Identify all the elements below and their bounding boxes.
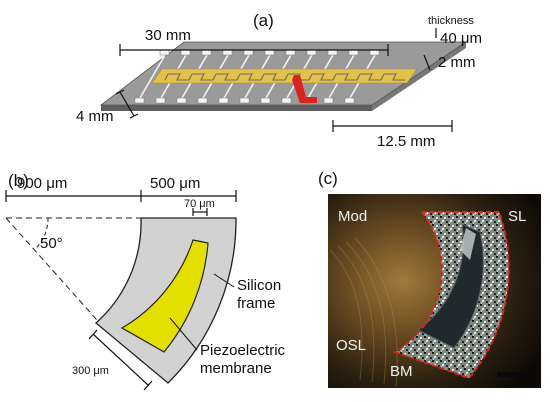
thickness-word: thickness bbox=[428, 15, 474, 27]
dim-30mm: 30 mm bbox=[145, 27, 191, 44]
thickness-value: 40 μm bbox=[440, 30, 482, 47]
label-bm: BM bbox=[390, 363, 413, 380]
label-sl: SL bbox=[508, 208, 526, 225]
dim-12-5mm: 12.5 mm bbox=[377, 133, 435, 150]
angle-label: 50° bbox=[40, 235, 63, 252]
leader-silicon bbox=[213, 273, 235, 288]
dim-tick-4mm-bottom bbox=[129, 113, 139, 119]
panel-b: (b) 900 μm 500 μm 50° 70 μm 300 μm Silic… bbox=[5, 171, 286, 391]
label-piezoelectric: Piezoelectric bbox=[200, 342, 286, 359]
piezo-membrane bbox=[120, 239, 209, 353]
dim-line-300um bbox=[92, 333, 149, 386]
label-membrane: membrane bbox=[200, 360, 272, 377]
dim-line-2mm bbox=[423, 54, 431, 71]
dim-tick-300-top bbox=[88, 329, 98, 340]
leader-piezo bbox=[169, 317, 198, 351]
dim-tick-300-bottom bbox=[143, 380, 153, 391]
highlighted-electrode bbox=[292, 75, 317, 103]
electrode-strip bbox=[151, 68, 418, 84]
panel-a: (a) bbox=[76, 11, 482, 150]
electrode-pads bbox=[134, 49, 380, 104]
label-silicon: Silicon bbox=[237, 277, 281, 294]
panel-a-label: (a) bbox=[253, 11, 274, 30]
red-outline bbox=[392, 211, 510, 380]
scale-bar bbox=[497, 372, 525, 377]
dim-300um: 300 μm bbox=[72, 365, 109, 377]
electrode-zigzag bbox=[164, 73, 405, 81]
dashed-radial bbox=[5, 217, 105, 329]
dim-2mm: 2 mm bbox=[438, 54, 476, 71]
dim-line-4mm bbox=[119, 91, 135, 117]
dim-900um: 900 μm bbox=[17, 175, 67, 192]
dim-tick-4mm-top bbox=[115, 89, 125, 95]
label-mod: Mod bbox=[338, 208, 367, 225]
membrane-reflection bbox=[460, 228, 476, 260]
device-side bbox=[101, 105, 372, 111]
panel-b-label: (b) bbox=[8, 171, 29, 190]
device-side-right bbox=[372, 42, 466, 111]
label-osl: OSL bbox=[336, 337, 366, 354]
angle-arc bbox=[33, 217, 49, 251]
micrograph-texture bbox=[329, 237, 398, 387]
dim-70um: 70 μm bbox=[184, 198, 215, 210]
dim-4mm: 4 mm bbox=[76, 108, 114, 125]
dim-500um: 500 μm bbox=[150, 175, 200, 192]
label-frame: frame bbox=[237, 295, 275, 312]
panel-c: (c) Mod SL OSL BM bbox=[318, 169, 541, 388]
panel-c-label: (c) bbox=[318, 169, 338, 188]
